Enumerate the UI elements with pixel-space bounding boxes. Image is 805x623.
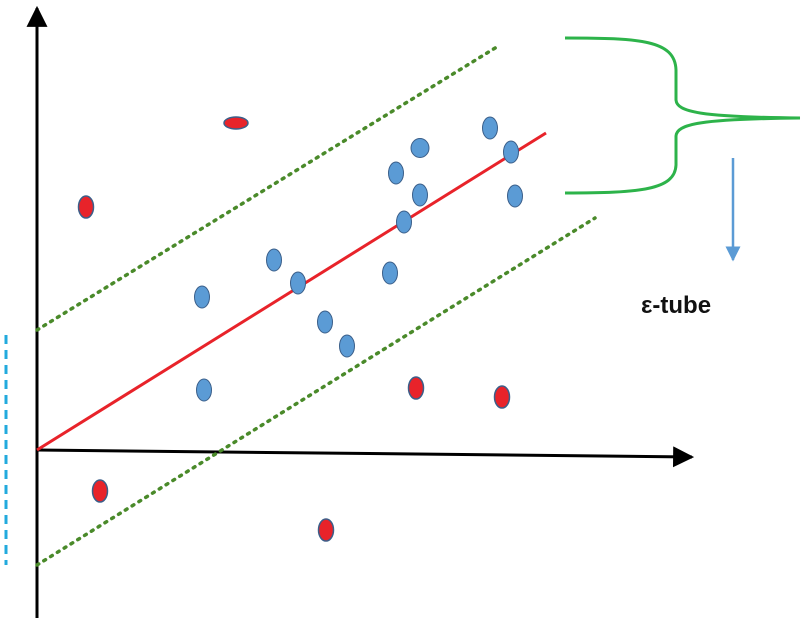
inside-point — [482, 116, 498, 140]
inside-point — [317, 310, 333, 334]
outside-points — [77, 116, 511, 542]
outside-point — [407, 376, 425, 400]
x-axis — [36, 446, 695, 468]
inside-point — [196, 378, 212, 402]
outside-point — [223, 116, 249, 130]
lower-tube-boundary — [35, 216, 597, 567]
outside-point — [493, 385, 511, 409]
outside-point — [77, 195, 95, 219]
inside-point — [266, 248, 282, 272]
inside-point — [382, 261, 398, 285]
inside-point — [507, 184, 523, 208]
epsilon-brace — [564, 36, 801, 195]
inside-point — [503, 140, 519, 164]
inside-point — [412, 183, 428, 207]
regression-line — [36, 131, 547, 452]
inside-points — [194, 116, 523, 402]
inside-point — [194, 285, 210, 309]
inside-point — [339, 334, 355, 358]
inside-point — [388, 161, 404, 185]
inside-point — [396, 210, 412, 234]
inside-point — [290, 271, 306, 295]
outside-point — [317, 518, 335, 542]
epsilon-tube-label: ε-tube — [641, 292, 711, 319]
upper-tube-boundary — [35, 43, 502, 332]
outside-point — [91, 479, 109, 503]
inside-point — [410, 138, 430, 158]
